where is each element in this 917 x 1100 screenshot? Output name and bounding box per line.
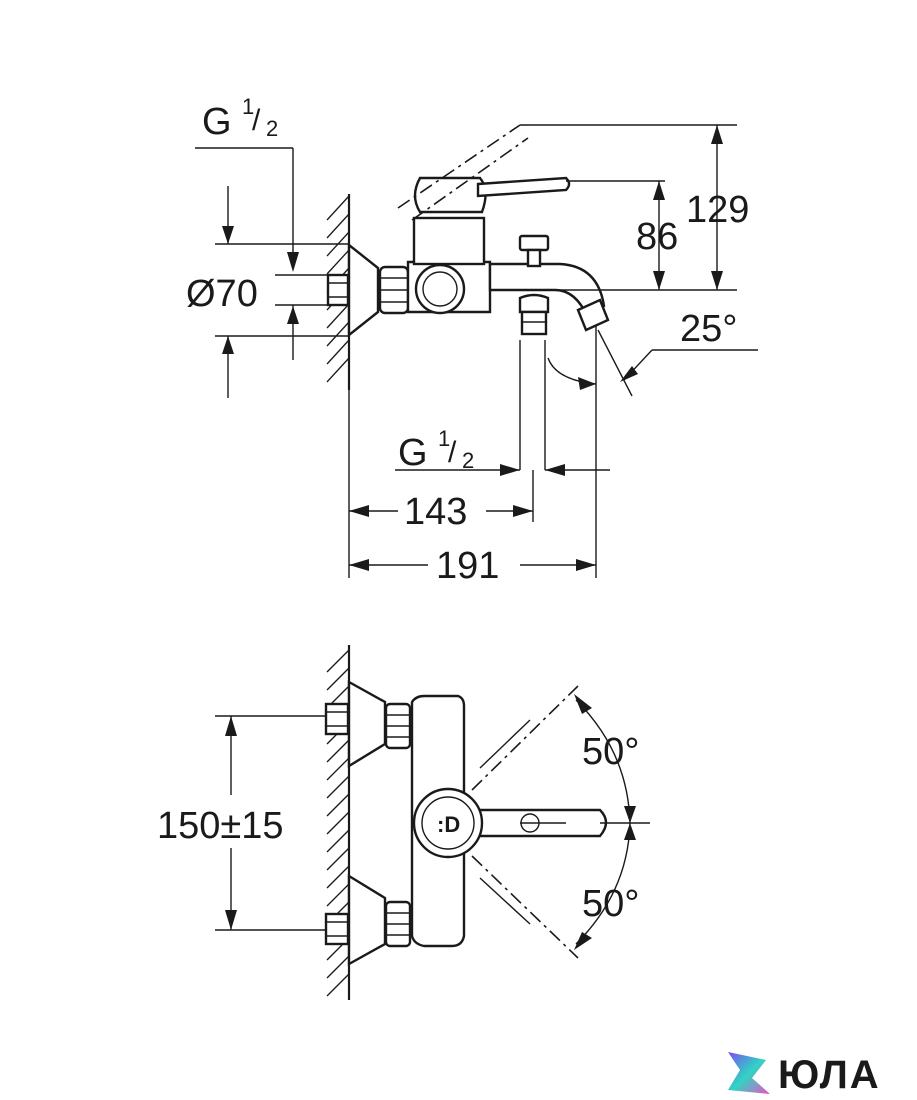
thread-top-sub: 2 xyxy=(266,116,278,141)
thread-bottom-sup: 1 xyxy=(438,426,450,451)
yula-logo-icon xyxy=(728,1052,770,1094)
depth-191-dimension: 191 xyxy=(349,490,597,587)
mixer-body xyxy=(397,124,737,315)
depth-191-label: 191 xyxy=(436,545,499,587)
depth-143-label: 143 xyxy=(404,491,467,533)
spacing-dimension: 150±15 xyxy=(157,715,326,931)
lever-angle-dimensions: 50° 50° xyxy=(574,694,650,950)
angle-top-label: 50° xyxy=(582,731,639,773)
wall-connector xyxy=(326,242,410,338)
top-view: :D 150±15 50° 50° xyxy=(157,645,650,1000)
height-dimensions: 86 129 xyxy=(636,125,749,290)
thread-bottom-dimension: G 1 / 2 xyxy=(395,426,610,476)
spacing-label: 150±15 xyxy=(157,805,284,847)
thread-top-sup: 1 xyxy=(242,94,254,119)
diameter-label: Ø70 xyxy=(186,273,258,315)
thread-bottom-sub: 2 xyxy=(462,448,474,473)
thread-bottom-label: G xyxy=(398,432,428,474)
temp-indicator-icon: :D xyxy=(437,812,460,837)
side-view: G 1 / 2 Ø70 86 129 xyxy=(186,94,758,587)
spout xyxy=(488,234,737,470)
thread-top-dimension: G 1 / 2 xyxy=(195,94,299,272)
spout-angle-dimension: 25° xyxy=(547,308,758,490)
wall-top xyxy=(326,645,351,1000)
mixer-body-top: :D xyxy=(410,685,608,959)
diameter-dimension: Ø70 xyxy=(186,186,349,398)
lower-connector xyxy=(324,873,412,967)
spout-angle-label: 25° xyxy=(680,308,737,350)
angle-bottom-label: 50° xyxy=(582,883,639,925)
logo-wordmark: ЮЛА xyxy=(778,1053,881,1097)
height-86-label: 86 xyxy=(636,216,678,258)
thread-top-slash: / xyxy=(252,104,261,137)
thread-bottom-slash: / xyxy=(448,436,457,469)
depth-143-dimension: 143 xyxy=(348,390,534,578)
height-129-label: 129 xyxy=(686,189,749,231)
thread-top-label: G xyxy=(202,101,232,143)
upper-connector xyxy=(324,679,412,769)
